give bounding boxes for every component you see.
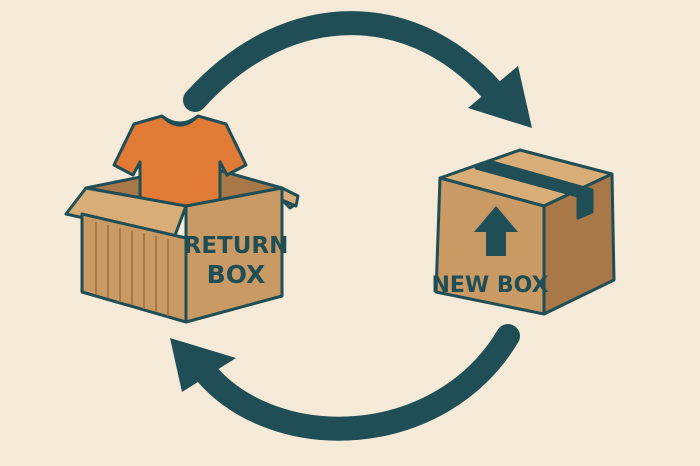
- up-arrow-icon: [474, 206, 518, 256]
- return-box-label-line2: BOX: [207, 260, 266, 289]
- top-cycle-arrow-icon: [183, 11, 532, 128]
- t-shirt-icon: [112, 114, 248, 208]
- new-box: [434, 148, 616, 316]
- return-box: [64, 114, 300, 324]
- new-box-label: NEW BOX: [431, 273, 548, 298]
- bottom-cycle-arrow-icon: [170, 324, 520, 441]
- return-box-label-line1: RETURN: [184, 233, 289, 259]
